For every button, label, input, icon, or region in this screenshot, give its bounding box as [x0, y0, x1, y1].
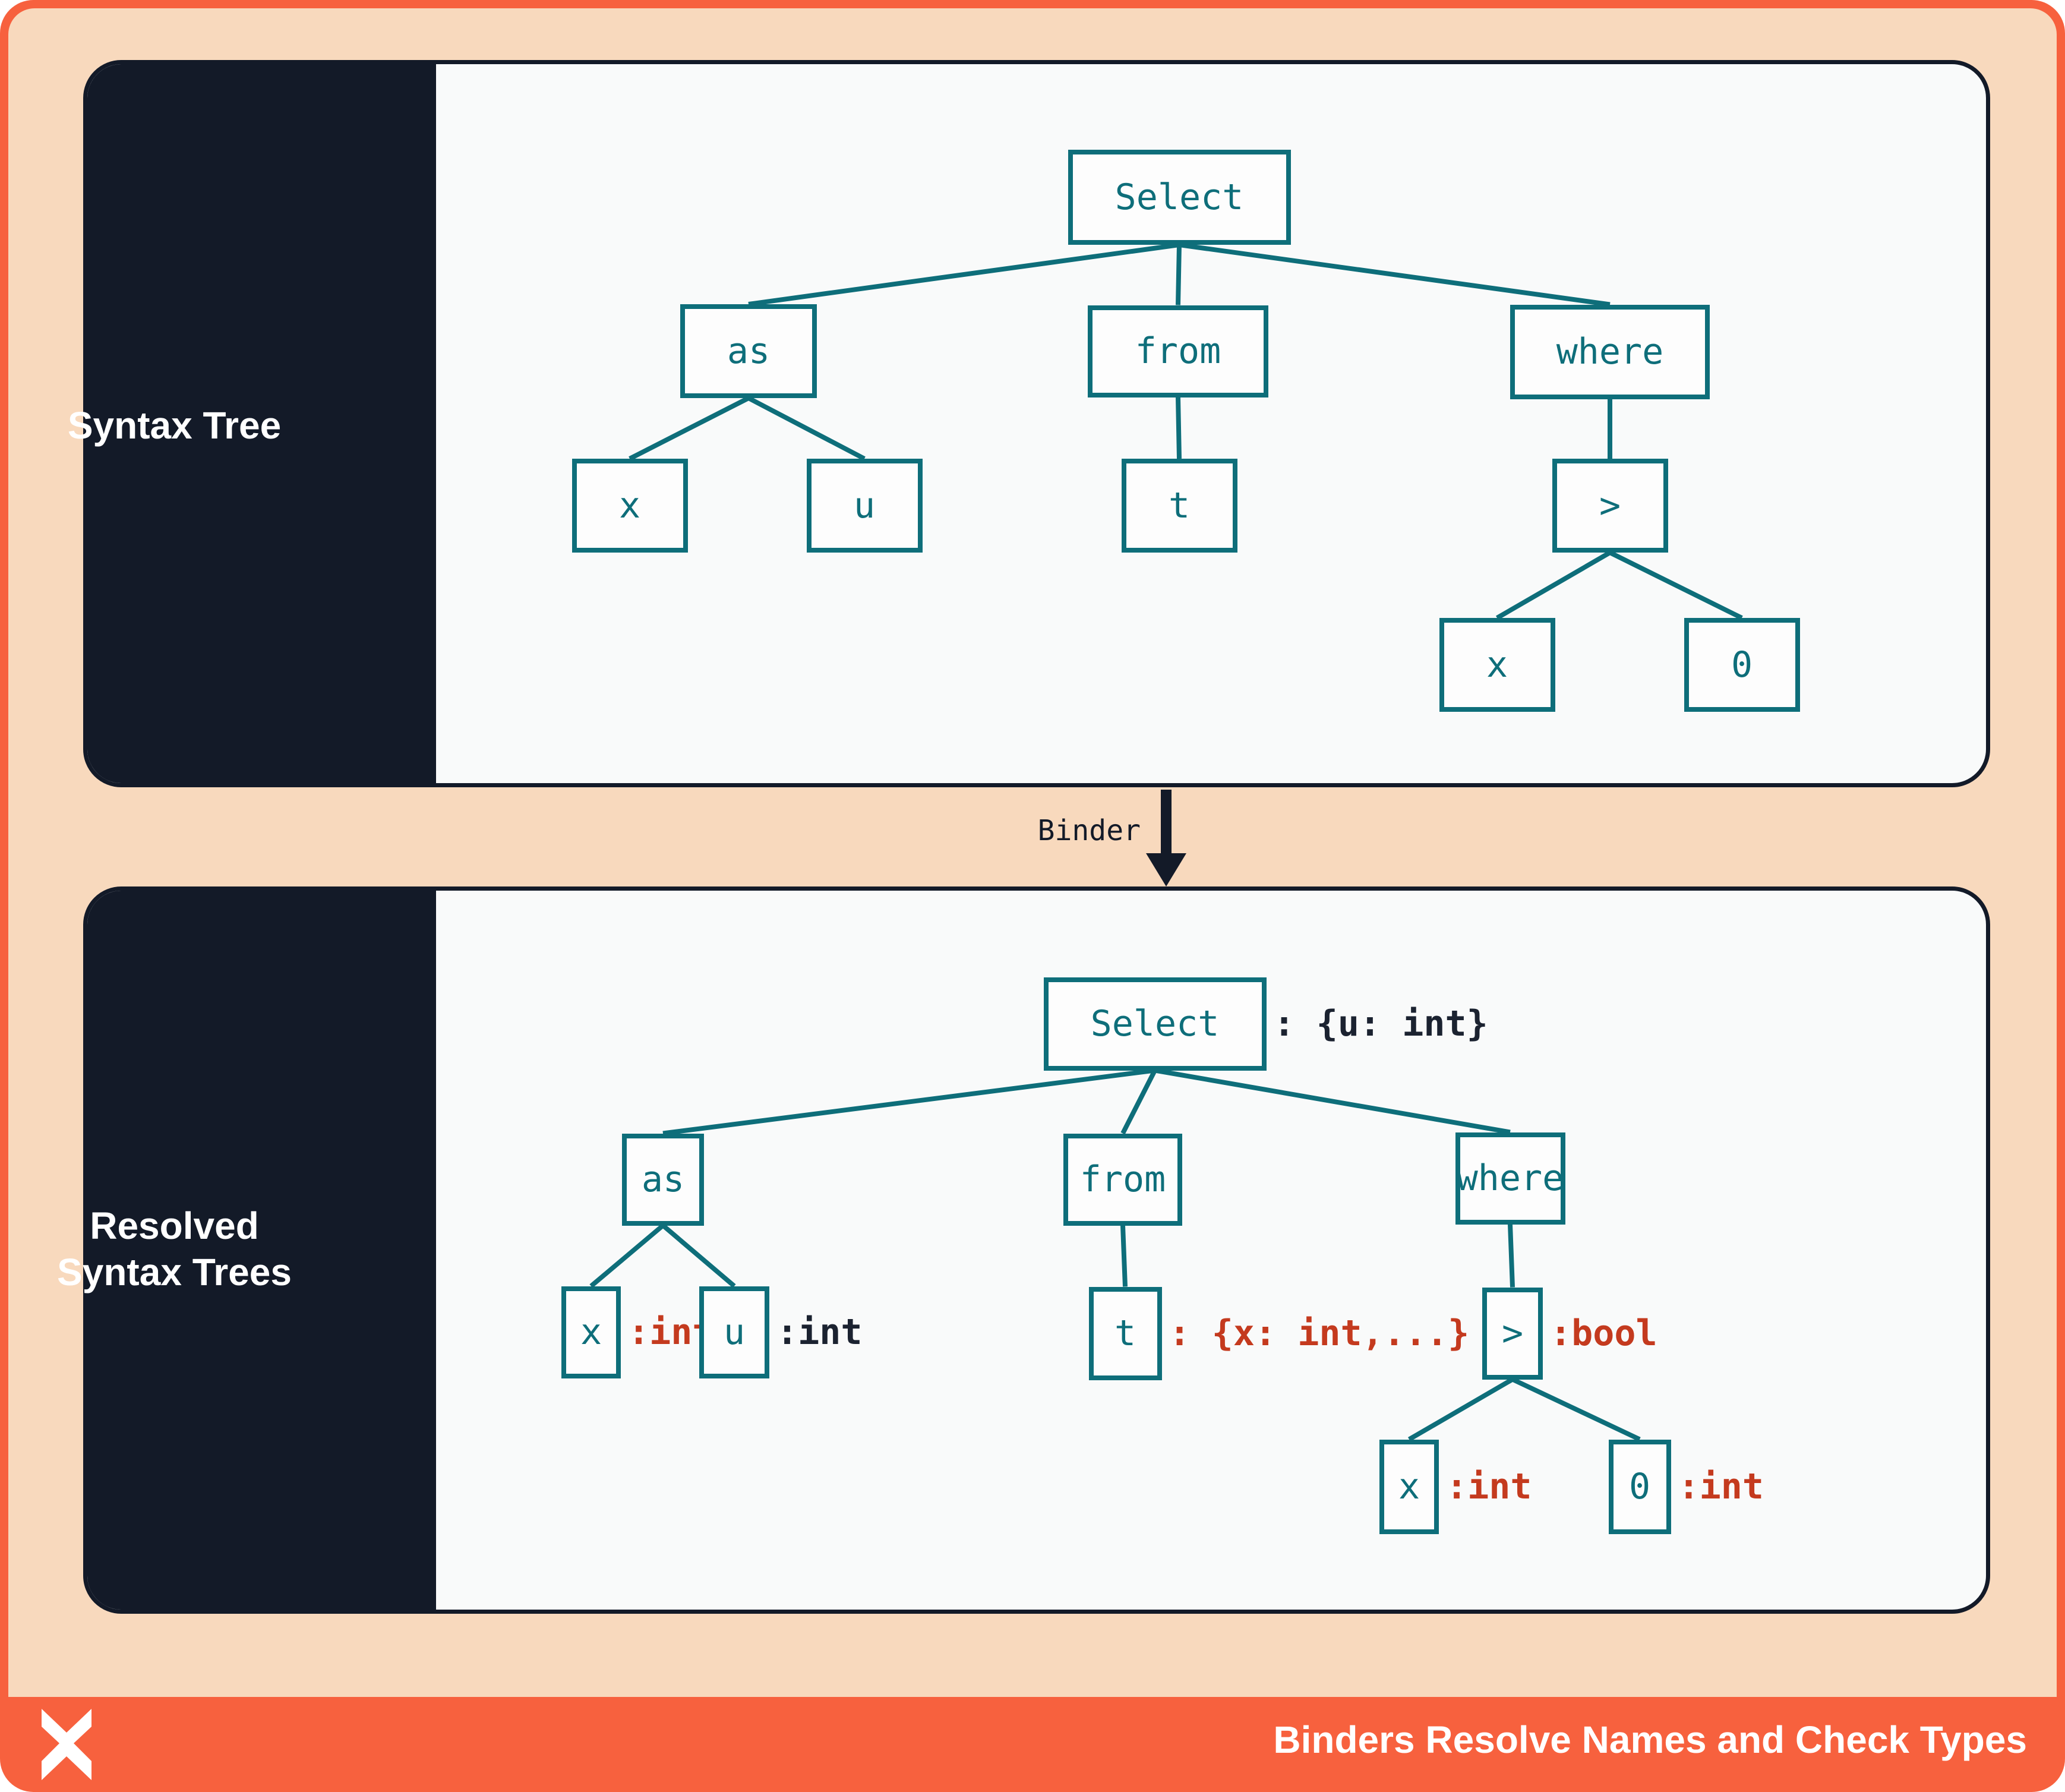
type-annotation-resolved-syntax-tree-zero: :int [1678, 1466, 1764, 1507]
node-syntax-tree-select: Select [1068, 150, 1291, 245]
bowtie-x-logo-icon [42, 1709, 91, 1780]
binder-label: Binder [1037, 814, 1141, 847]
resolved-syntax-trees-panel [83, 886, 1990, 1614]
node-resolved-syntax-tree-from: from [1063, 1133, 1182, 1226]
node-resolved-syntax-tree-gt: > [1482, 1287, 1543, 1380]
type-annotation-resolved-syntax-tree-t: : {x: int,...} [1169, 1313, 1470, 1354]
resolved-syntax-trees-sidebar [87, 891, 436, 1610]
node-resolved-syntax-tree-where: where [1455, 1132, 1565, 1225]
type-annotation-resolved-syntax-tree-gt: :bool [1550, 1313, 1657, 1354]
type-annotation-resolved-syntax-tree-x2: :int [1446, 1466, 1532, 1507]
bowtie-x-logo-path [42, 1709, 91, 1780]
node-resolved-syntax-tree-x2: x [1379, 1439, 1439, 1534]
node-resolved-syntax-tree-u: u [699, 1286, 769, 1378]
node-syntax-tree-x1: x [571, 459, 688, 553]
node-resolved-syntax-tree-select: Select [1043, 977, 1267, 1071]
node-syntax-tree-from: from [1088, 305, 1268, 397]
node-syntax-tree-as: as [680, 304, 817, 398]
type-annotation-resolved-syntax-tree-select: : {u: int} [1273, 1003, 1488, 1045]
node-syntax-tree-u: u [806, 459, 923, 553]
node-resolved-syntax-tree-zero: 0 [1608, 1439, 1671, 1534]
type-annotation-resolved-syntax-tree-u: :int [776, 1311, 863, 1353]
node-resolved-syntax-tree-as: as [622, 1133, 704, 1226]
resolved-label-line1: Resolved [90, 1204, 259, 1247]
resolved-syntax-trees-label: Resolved Syntax Trees [0, 1203, 349, 1295]
node-syntax-tree-t: t [1121, 459, 1237, 553]
node-syntax-tree-zero: 0 [1684, 618, 1800, 712]
banner-title: Binders Resolve Names and Check Types [1273, 1718, 2027, 1761]
node-syntax-tree-gt: > [1552, 459, 1668, 553]
syntax-tree-panel [83, 60, 1990, 787]
syntax-tree-sidebar [87, 64, 436, 783]
node-resolved-syntax-tree-x1: x [561, 1286, 621, 1378]
node-syntax-tree-where: where [1510, 304, 1710, 399]
syntax-tree-label: Syntax Tree [67, 404, 282, 447]
node-resolved-syntax-tree-t: t [1088, 1286, 1162, 1380]
node-syntax-tree-x2: x [1439, 618, 1555, 712]
resolved-label-line2: Syntax Trees [57, 1251, 292, 1293]
